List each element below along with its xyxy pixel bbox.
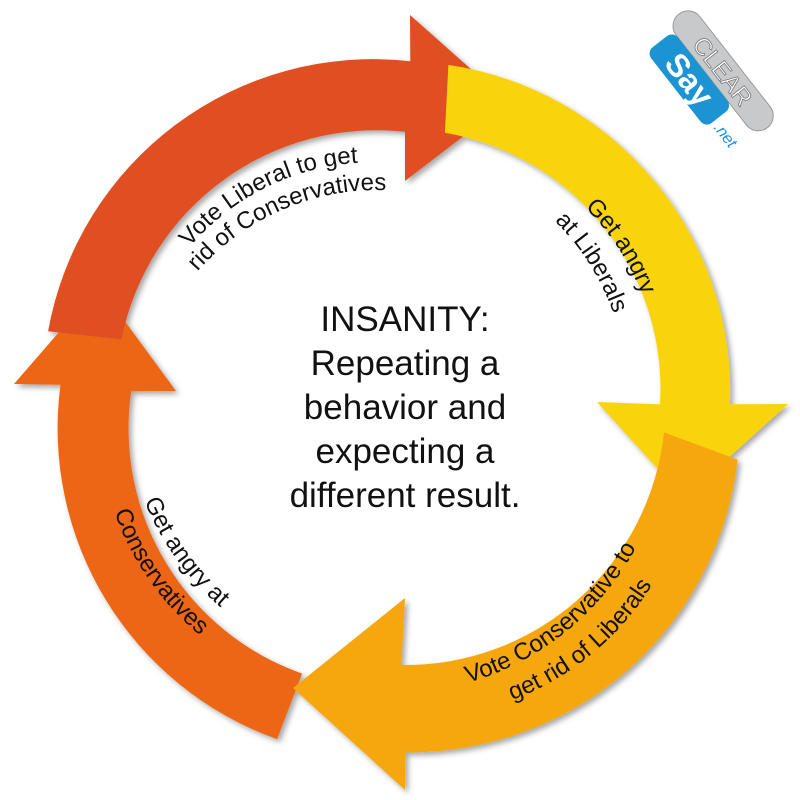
center-definition: INSANITY: Repeating a behavior and expec…	[230, 298, 580, 518]
step-arrow-1	[48, 15, 508, 340]
step-arrow-2	[444, 64, 788, 499]
center-title: INSANITY:	[320, 300, 490, 339]
step-arrow-3	[293, 432, 738, 790]
logo-text-net: .net	[710, 120, 740, 152]
center-line: expecting a	[315, 432, 495, 471]
step-arrow-4	[14, 286, 303, 740]
center-line: different result.	[289, 476, 521, 515]
center-line: Repeating a	[310, 344, 500, 383]
clearsay-logo: CLEAR Say .net	[649, 10, 774, 152]
center-line: behavior and	[303, 388, 507, 427]
